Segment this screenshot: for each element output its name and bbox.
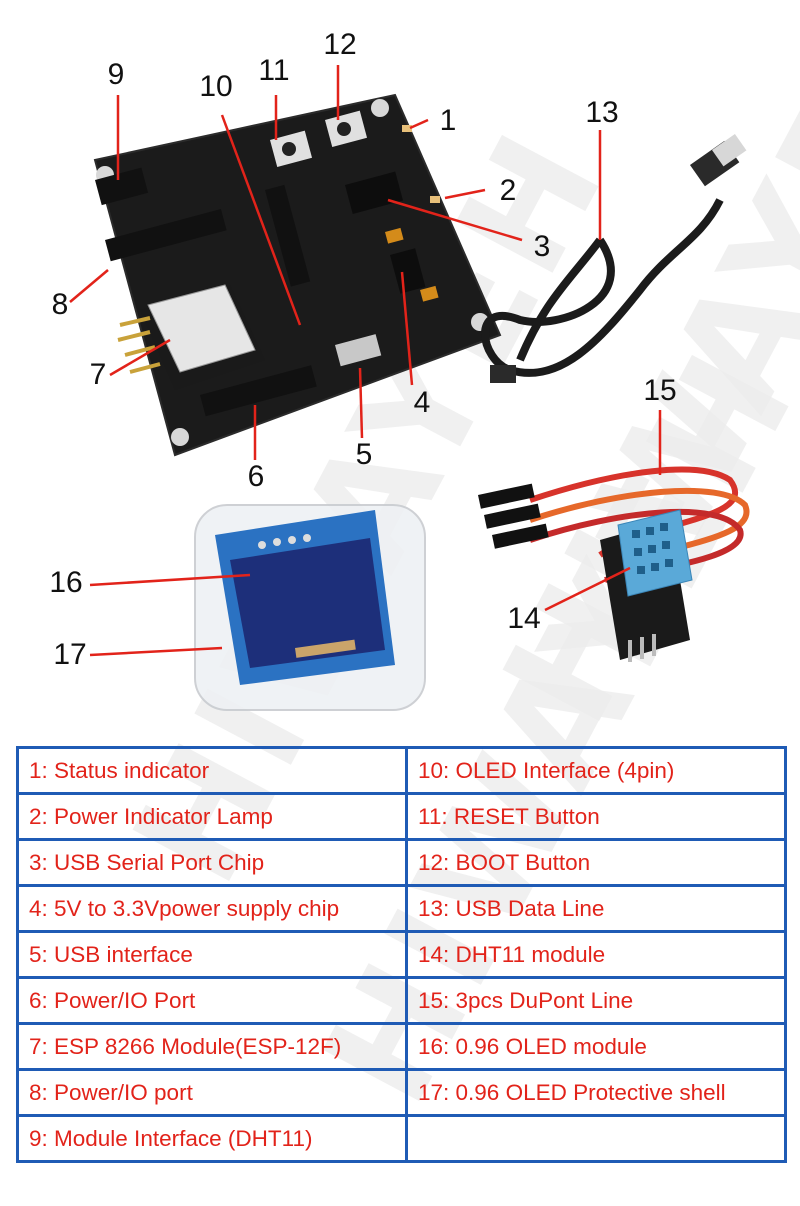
usb-cable bbox=[481, 133, 747, 383]
dev-board bbox=[93, 93, 502, 457]
callout-number: 12 bbox=[323, 28, 357, 61]
callout-number: 6 bbox=[247, 460, 265, 493]
callout-number: 17 bbox=[53, 638, 87, 671]
legend-cell: 11: RESET Button bbox=[405, 792, 787, 841]
legend-cell: 15: 3pcs DuPont Line bbox=[405, 976, 787, 1025]
table-row: 8: Power/IO port 17: 0.96 OLED Protectiv… bbox=[16, 1068, 787, 1117]
callout-number: 2 bbox=[499, 174, 517, 207]
callout-number: 15 bbox=[643, 374, 677, 407]
legend-cell: 2: Power Indicator Lamp bbox=[16, 792, 408, 841]
legend-cell: 12: BOOT Button bbox=[405, 838, 787, 887]
legend-cell: 8: Power/IO port bbox=[16, 1068, 408, 1117]
product-illustration bbox=[69, 65, 750, 711]
callout-number: 1 bbox=[439, 104, 457, 137]
legend-cell: 13: USB Data Line bbox=[405, 884, 787, 933]
callout-number: 7 bbox=[89, 358, 107, 391]
table-row: 4: 5V to 3.3Vpower supply chip 13: USB D… bbox=[16, 884, 787, 933]
table-row: 9: Module Interface (DHT11) bbox=[16, 1114, 787, 1163]
legend-cell: 16: 0.96 OLED module bbox=[405, 1022, 787, 1071]
legend-cell bbox=[405, 1114, 787, 1163]
table-row: 6: Power/IO Port 15: 3pcs DuPont Line bbox=[16, 976, 787, 1025]
callout-number: 4 bbox=[413, 386, 431, 419]
callout-number: 11 bbox=[258, 54, 290, 87]
legend-cell: 9: Module Interface (DHT11) bbox=[16, 1114, 408, 1163]
callout-number: 8 bbox=[51, 288, 69, 321]
esp8266-module bbox=[117, 284, 265, 390]
callout-number: 14 bbox=[507, 602, 541, 635]
legend-cell: 4: 5V to 3.3Vpower supply chip bbox=[16, 884, 408, 933]
legend-cell: 10: OLED Interface (4pin) bbox=[405, 746, 787, 795]
callout-number: 5 bbox=[355, 438, 373, 471]
legend-cell: 5: USB interface bbox=[16, 930, 408, 979]
callout-number: 10 bbox=[199, 70, 233, 103]
oled-module bbox=[194, 504, 426, 711]
legend-cell: 17: 0.96 OLED Protective shell bbox=[405, 1068, 787, 1117]
legend-cell: 3: USB Serial Port Chip bbox=[16, 838, 408, 887]
callout-number: 9 bbox=[107, 58, 125, 91]
table-row: 1: Status indicator 10: OLED Interface (… bbox=[16, 746, 787, 795]
leader-lines bbox=[69, 65, 662, 657]
legend-cell: 6: Power/IO Port bbox=[16, 976, 408, 1025]
legend-cell: 7: ESP 8266 Module(ESP-12F) bbox=[16, 1022, 408, 1071]
callout-number: 3 bbox=[533, 230, 551, 263]
legend-cell: 14: DHT11 module bbox=[405, 930, 787, 979]
table-row: 7: ESP 8266 Module(ESP-12F) 16: 0.96 OLE… bbox=[16, 1022, 787, 1071]
legend-cell: 1: Status indicator bbox=[16, 746, 408, 795]
callout-number: 13 bbox=[585, 96, 619, 129]
table-row: 5: USB interface 14: DHT11 module bbox=[16, 930, 787, 979]
table-row: 3: USB Serial Port Chip 12: BOOT Button bbox=[16, 838, 787, 887]
legend-table: 1: Status indicator 10: OLED Interface (… bbox=[16, 746, 787, 1163]
dht11-module bbox=[600, 509, 693, 662]
table-row: 2: Power Indicator Lamp 11: RESET Button bbox=[16, 792, 787, 841]
callout-number: 16 bbox=[49, 566, 83, 599]
